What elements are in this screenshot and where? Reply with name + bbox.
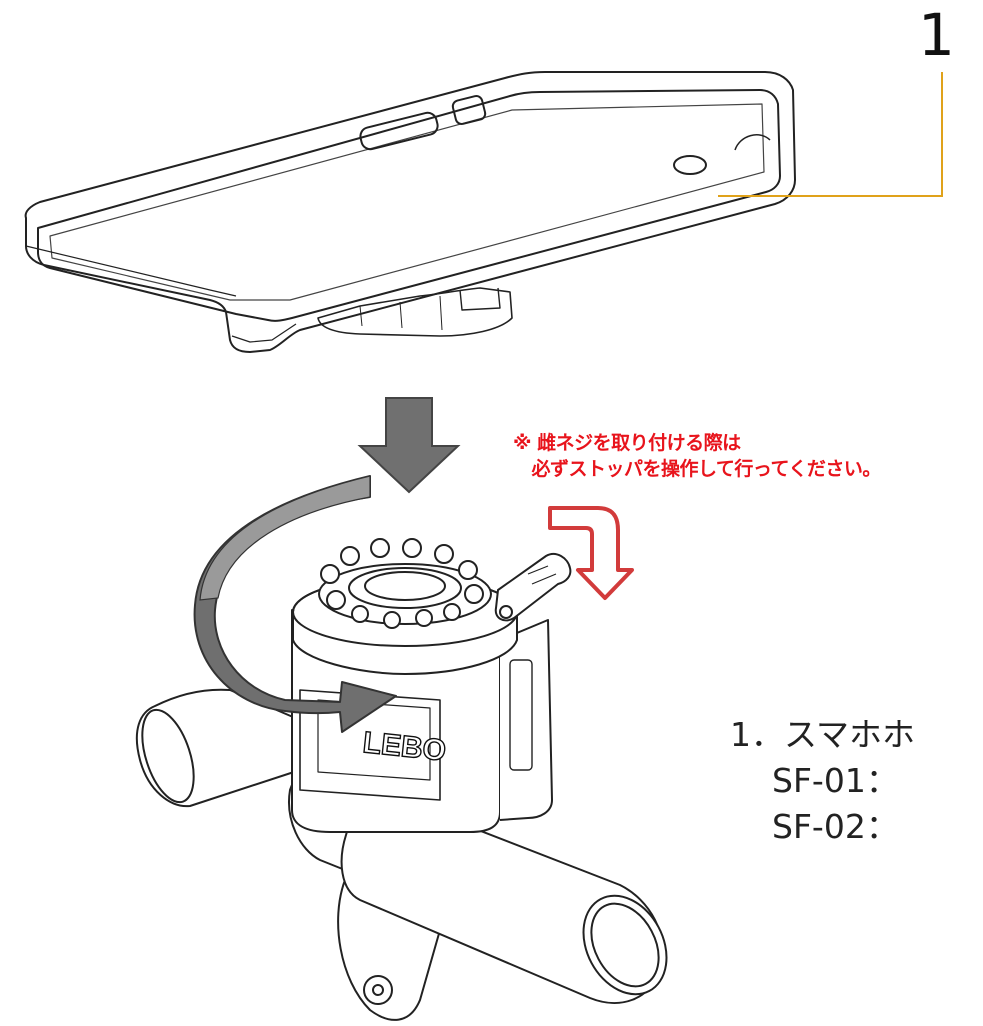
handlebar-mount xyxy=(135,538,668,1021)
caption-line-1: 1．スマホホ xyxy=(730,715,916,754)
rotate-arrow-icon xyxy=(193,475,397,733)
phone-case xyxy=(24,71,796,353)
callout-number: 1 xyxy=(918,1,955,69)
down-arrow-icon xyxy=(357,397,461,494)
note-line-2: 必ずストッパを操作して行ってください。 xyxy=(513,458,882,480)
brand-logo: LEBO xyxy=(361,726,447,768)
caption-line-2: SF-01： xyxy=(772,761,899,800)
curved-arrow-icon xyxy=(548,506,634,600)
parts-caption: 1．スマホホ SF-01： SF-02： xyxy=(730,712,983,850)
stopper-warning-note: ※ 雌ネジを取り付ける際は 必ずストッパを操作して行ってください。 xyxy=(513,430,881,482)
callout-leader-line xyxy=(718,72,943,197)
caption-line-3: SF-02： xyxy=(772,807,899,846)
note-line-1: ※ 雌ネジを取り付ける際は xyxy=(513,432,741,454)
